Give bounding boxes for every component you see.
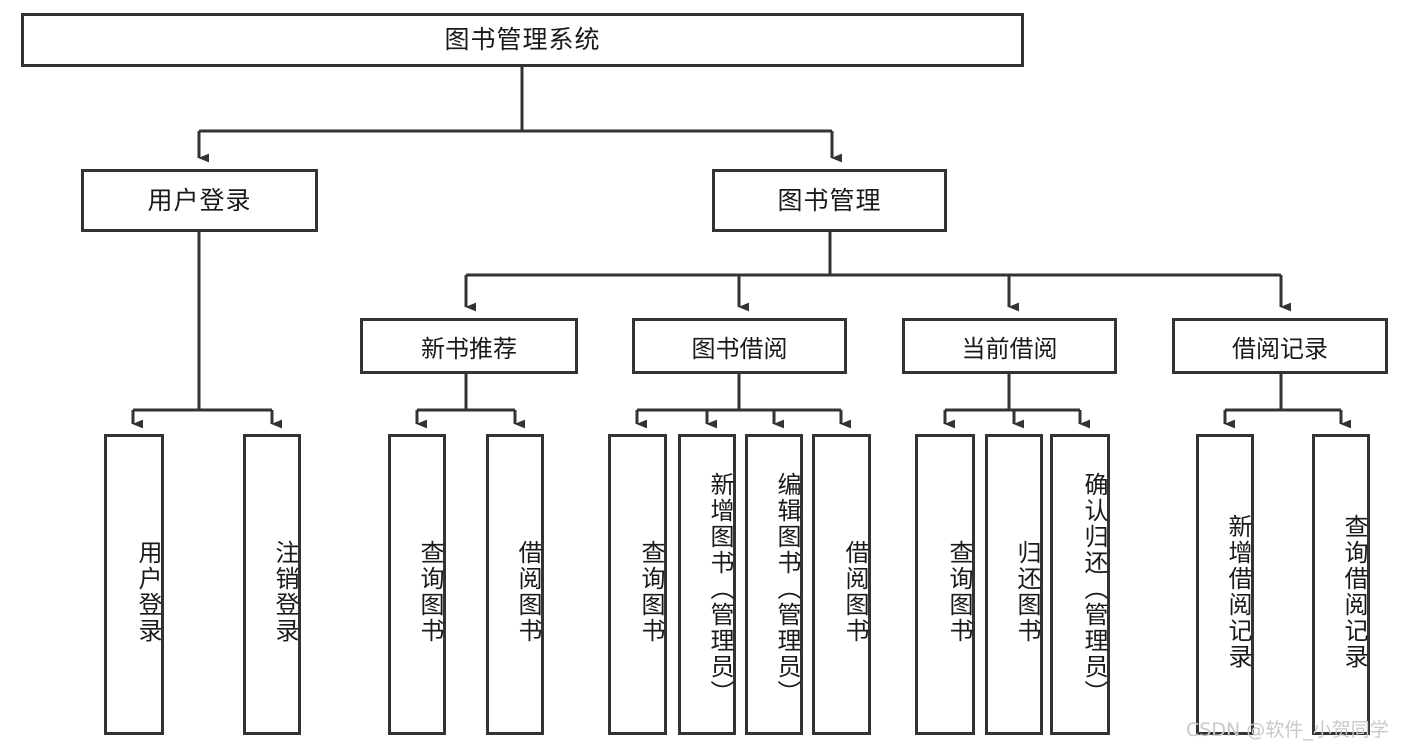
node-leaf-edit-book[interactable]: 编辑图书（管理员） <box>745 434 803 735</box>
node-leaf-user-login[interactable]: 用户登录 <box>104 434 164 735</box>
node-leaf-add-record[interactable]: 新增借阅记录 <box>1196 434 1254 735</box>
node-borrow-record-label: 借阅记录 <box>1232 334 1328 363</box>
node-leaf-user-logout-label: 注销登录 <box>271 539 299 644</box>
csdn-watermark: CSDN @软件_小贺同学 <box>1186 719 1389 741</box>
node-borrow-record[interactable]: 借阅记录 <box>1172 318 1388 374</box>
node-book-manage-label: 图书管理 <box>777 185 882 215</box>
node-new-book-recommend-label: 新书推荐 <box>421 334 517 363</box>
node-leaf-query-record-label: 查询借阅记录 <box>1340 513 1368 670</box>
node-leaf-return-book-label: 归还图书 <box>1013 539 1041 644</box>
node-leaf-edit-book-label: 编辑图书（管理员） <box>773 471 801 706</box>
node-leaf-add-book[interactable]: 新增图书（管理员） <box>678 434 736 735</box>
node-current-borrow-label: 当前借阅 <box>961 334 1058 363</box>
node-leaf-add-record-label: 新增借阅记录 <box>1224 513 1252 670</box>
node-root-label: 图书管理系统 <box>444 25 601 55</box>
node-leaf-query-book-3-label: 查询图书 <box>945 539 973 644</box>
node-user-login-label: 用户登录 <box>147 185 252 215</box>
node-leaf-borrow-book-1-label: 借阅图书 <box>514 539 542 644</box>
node-leaf-query-book-1[interactable]: 查询图书 <box>388 434 446 735</box>
node-book-manage[interactable]: 图书管理 <box>712 169 947 232</box>
node-leaf-borrow-book-2[interactable]: 借阅图书 <box>812 434 871 735</box>
node-current-borrow[interactable]: 当前借阅 <box>902 318 1117 374</box>
node-leaf-user-logout[interactable]: 注销登录 <box>243 434 301 735</box>
node-leaf-query-book-2-label: 查询图书 <box>637 539 665 644</box>
node-leaf-borrow-book-2-label: 借阅图书 <box>841 539 869 644</box>
node-leaf-borrow-book-1[interactable]: 借阅图书 <box>486 434 544 735</box>
node-leaf-confirm-return-label: 确认归还（管理员） <box>1080 471 1108 706</box>
node-leaf-return-book[interactable]: 归还图书 <box>985 434 1043 735</box>
node-leaf-query-record[interactable]: 查询借阅记录 <box>1312 434 1370 735</box>
node-leaf-add-book-label: 新增图书（管理员） <box>706 471 734 706</box>
node-user-login[interactable]: 用户登录 <box>81 169 318 232</box>
node-leaf-query-book-3[interactable]: 查询图书 <box>915 434 975 735</box>
node-book-borrow-label: 图书借阅 <box>691 334 788 363</box>
node-leaf-user-login-label: 用户登录 <box>134 539 162 644</box>
node-book-borrow[interactable]: 图书借阅 <box>632 318 847 374</box>
node-new-book-recommend[interactable]: 新书推荐 <box>360 318 578 374</box>
node-leaf-query-book-1-label: 查询图书 <box>416 539 444 644</box>
node-leaf-confirm-return[interactable]: 确认归还（管理员） <box>1050 434 1110 735</box>
node-leaf-query-book-2[interactable]: 查询图书 <box>608 434 667 735</box>
node-root[interactable]: 图书管理系统 <box>21 13 1024 67</box>
